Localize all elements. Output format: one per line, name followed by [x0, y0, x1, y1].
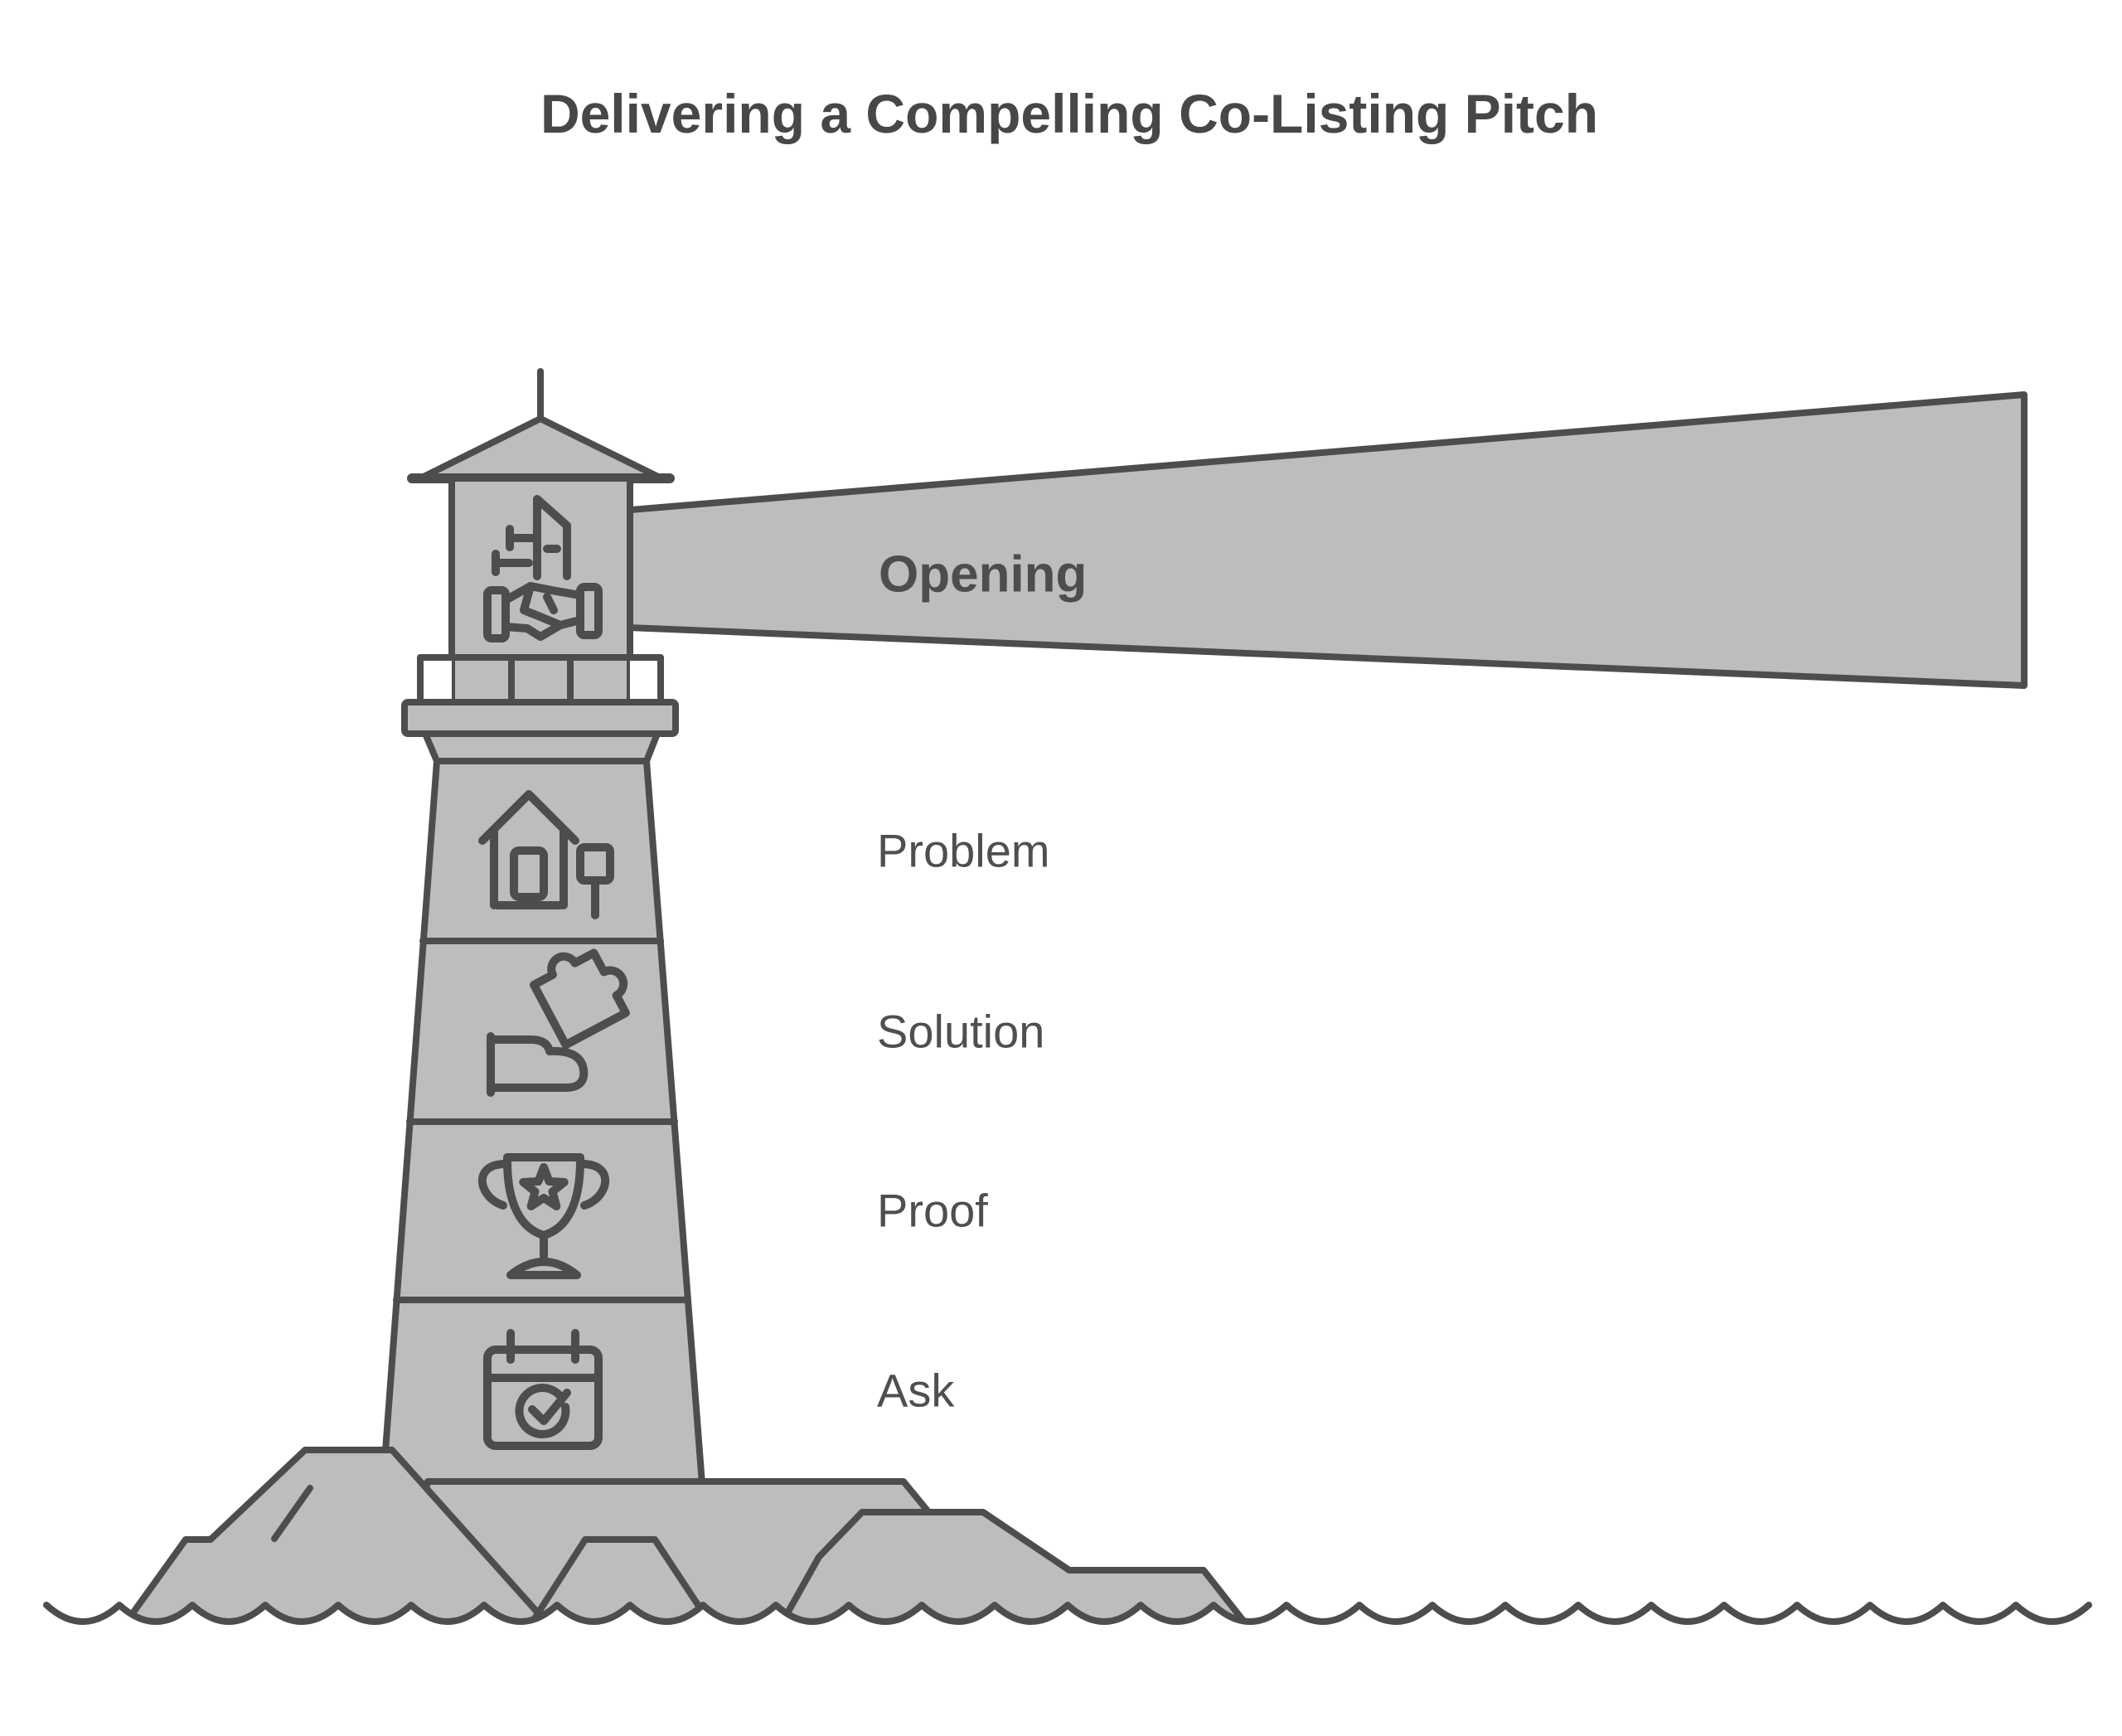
house-sign-icon [478, 790, 614, 919]
gallery-deck [401, 699, 679, 737]
tower-neck [422, 730, 661, 764]
stage-label-ask: Ask [877, 1365, 955, 1417]
stage-label-problem: Problem [877, 825, 1050, 877]
sea-surface-mask [33, 1605, 2092, 1736]
calendar-check-icon [483, 1329, 603, 1450]
stage-label-solution: Solution [877, 1006, 1044, 1058]
hand-puzzle-icon [487, 948, 630, 1097]
rocks [121, 1447, 1250, 1628]
railing-gap-right [630, 657, 661, 702]
rock-crack-line [271, 1485, 313, 1542]
page-title: Delivering a Compelling Co-Listing Pitch [540, 83, 1598, 144]
rock-right [778, 1509, 1250, 1628]
sea-waves [43, 1602, 2092, 1625]
lighthouse-roof [417, 415, 665, 482]
trophy-star-icon [477, 1153, 610, 1279]
lighthouse [380, 368, 705, 1487]
stage-label-opening: Opening [879, 546, 1087, 604]
light-beam [627, 391, 2028, 689]
building-icon [492, 495, 571, 580]
handshake-icon [483, 582, 603, 643]
railing-gap-left [420, 657, 452, 702]
stage-label-proof: Proof [877, 1185, 988, 1237]
